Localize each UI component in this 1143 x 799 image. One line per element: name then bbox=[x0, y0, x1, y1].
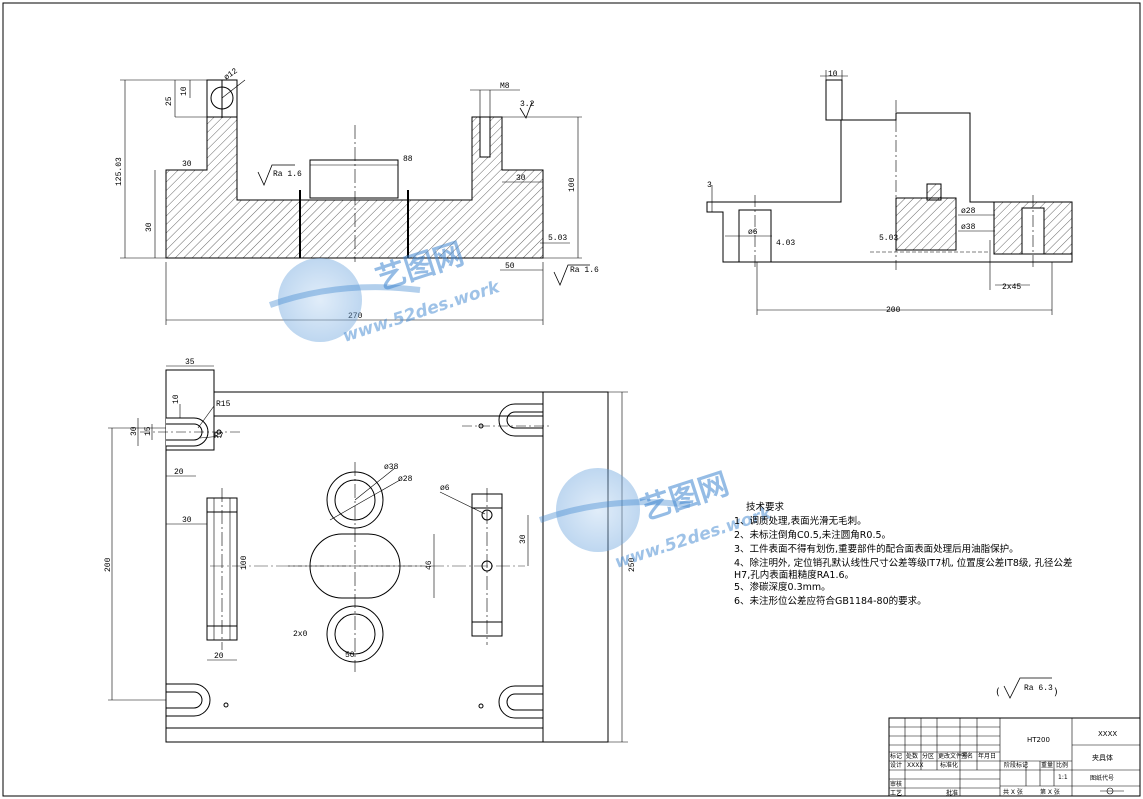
tb-sheets-total: 共 X 张 bbox=[1003, 788, 1023, 796]
note-line-3: 3、工件表面不得有划伤,重要部件的配合面表面处理后用油脂保护。 bbox=[734, 543, 1019, 555]
tb-label-mark: 标记 bbox=[890, 752, 902, 760]
dim-2x45: 2x45 bbox=[1002, 283, 1021, 292]
dim-100: 100 bbox=[240, 555, 249, 570]
dim-r7: R7 bbox=[214, 432, 224, 441]
tb-label-designer: XXXX bbox=[907, 762, 923, 769]
side-view-dimension-labels: 200 10 3 ø28 ø38 ø6 4.03 5.03 2x45 bbox=[707, 70, 1021, 315]
tb-label-std: 标准化 bbox=[940, 761, 958, 769]
roughness-32: 3.2 bbox=[520, 100, 535, 109]
tb-label-count: 处数 bbox=[906, 752, 918, 760]
general-roughness-symbol: ( Ra 6.3 ) bbox=[996, 677, 1058, 699]
dim-20-b: 20 bbox=[214, 652, 224, 661]
svg-text:(: ( bbox=[996, 687, 1000, 698]
dim-46: 46 bbox=[425, 560, 434, 570]
dim-slot-30: 30 bbox=[130, 426, 139, 436]
front-view-dimension-labels: 270 125.03 25 10 ø12 30 30 88 30 100 M8 … bbox=[115, 67, 599, 321]
tb-label-review: 审核 bbox=[890, 780, 902, 788]
roughness-ra16-b: Ra 1.6 bbox=[570, 266, 599, 275]
dim-ring-28: ø28 bbox=[961, 207, 976, 216]
notes-title: 技术要求 bbox=[746, 501, 785, 513]
front-section-view bbox=[120, 79, 590, 325]
dim-base-height: 30 bbox=[145, 222, 154, 232]
dim-m8: M8 bbox=[500, 82, 510, 91]
title-block-text: HT200 XXXX 夹具体 图纸代号 1:1 标记 处数 分区 更改文件号 签… bbox=[890, 730, 1117, 797]
dim-hole-6: ø6 bbox=[748, 228, 758, 237]
tb-label-weight: 重量 bbox=[1041, 761, 1053, 769]
dim-left-step: 30 bbox=[182, 160, 192, 169]
note-line-2: 2、未标注倒角C0.5,未注圆角R0.5。 bbox=[734, 529, 891, 541]
tb-label-ratio: 比例 bbox=[1056, 761, 1068, 769]
dim-r15: R15 bbox=[216, 400, 231, 409]
roughness-ra16-a: Ra 1.6 bbox=[273, 170, 302, 179]
dim-30-c: 30 bbox=[519, 534, 528, 544]
dim-403: 4.03 bbox=[776, 239, 795, 248]
dim-50: 50 bbox=[345, 651, 355, 660]
tb-label-date: 年月日 bbox=[978, 752, 996, 760]
tb-sheet-no: 第 X 张 bbox=[1040, 788, 1060, 796]
tb-label-zone: 分区 bbox=[922, 752, 934, 760]
dim-3: 3 bbox=[707, 181, 712, 190]
tb-part-name: 夹具体 bbox=[1092, 753, 1113, 762]
tb-label-sign: 签名 bbox=[961, 752, 973, 760]
roughness-ra63: Ra 6.3 bbox=[1024, 684, 1053, 693]
dim-d38: ø38 bbox=[384, 463, 399, 472]
technical-requirements: 技术要求 1、调质处理,表面光滑无毛刺。 2、未标注倒角C0.5,未注圆角R0.… bbox=[734, 501, 1072, 607]
dim-50: 50 bbox=[505, 262, 515, 271]
note-line-4: 4、除注明外, 定位销孔默认线性尺寸公差等级IT7机, 位置度公差IT8级, 孔… bbox=[734, 557, 1072, 569]
dim-slot-10: 10 bbox=[172, 394, 181, 404]
dim-ring-38: ø38 bbox=[961, 223, 976, 232]
dim-h-250: 250 bbox=[628, 557, 637, 572]
dim-20-a: 20 bbox=[174, 468, 184, 477]
top-view bbox=[108, 365, 628, 743]
dim-25: 25 bbox=[165, 96, 174, 106]
dim-right-step: 30 bbox=[516, 174, 526, 183]
dim-height-125: 125.03 bbox=[115, 157, 124, 186]
tb-label-approve: 批准 bbox=[946, 789, 958, 797]
tb-label-stage: 阶段标记 bbox=[1004, 761, 1028, 769]
tb-scale: 1:1 bbox=[1058, 774, 1068, 781]
tb-label-process: 工艺 bbox=[890, 789, 902, 797]
note-line-1: 1、调质处理,表面光滑无毛刺。 bbox=[734, 515, 867, 527]
dim-d28: ø28 bbox=[398, 475, 413, 484]
dim-slot-88: 88 bbox=[403, 155, 413, 164]
tb-drawing-no: 图纸代号 bbox=[1090, 774, 1114, 782]
note-line-6: 5、渗碳深度0.3mm。 bbox=[734, 581, 831, 593]
tb-material: HT200 bbox=[1027, 736, 1050, 744]
dim-503: 5.03 bbox=[879, 234, 898, 243]
dim-35: 35 bbox=[185, 358, 195, 367]
dim-h-200: 200 bbox=[104, 557, 113, 572]
dim-2x0: 2x0 bbox=[293, 630, 308, 639]
dim-30-b: 30 bbox=[182, 516, 192, 525]
dim-slot-15: 15 bbox=[144, 426, 153, 436]
tb-label-design: 设计 bbox=[890, 761, 902, 769]
dim-d6: ø6 bbox=[440, 484, 450, 493]
note-line-5: H7,孔内表面粗糙度RA1.6。 bbox=[734, 569, 854, 581]
dim-right-100: 100 bbox=[568, 177, 577, 192]
side-view bbox=[706, 70, 1073, 315]
dim-10: 10 bbox=[180, 86, 189, 96]
svg-text:): ) bbox=[1054, 687, 1058, 698]
top-view-dimension-labels: 35 R15 R7 10 30 15 20 30 100 20 200 250 … bbox=[104, 358, 637, 661]
title-block bbox=[888, 717, 1141, 797]
dim-chamfer-503: 5.03 bbox=[548, 234, 567, 243]
dim-top-10: 10 bbox=[828, 70, 838, 79]
tb-label-doc: 更改文件号 bbox=[938, 752, 968, 760]
note-line-7: 6、未注形位公差应符合GB1184-80的要求。 bbox=[734, 595, 927, 607]
tb-company: XXXX bbox=[1098, 730, 1117, 738]
dim-200: 200 bbox=[886, 306, 901, 315]
